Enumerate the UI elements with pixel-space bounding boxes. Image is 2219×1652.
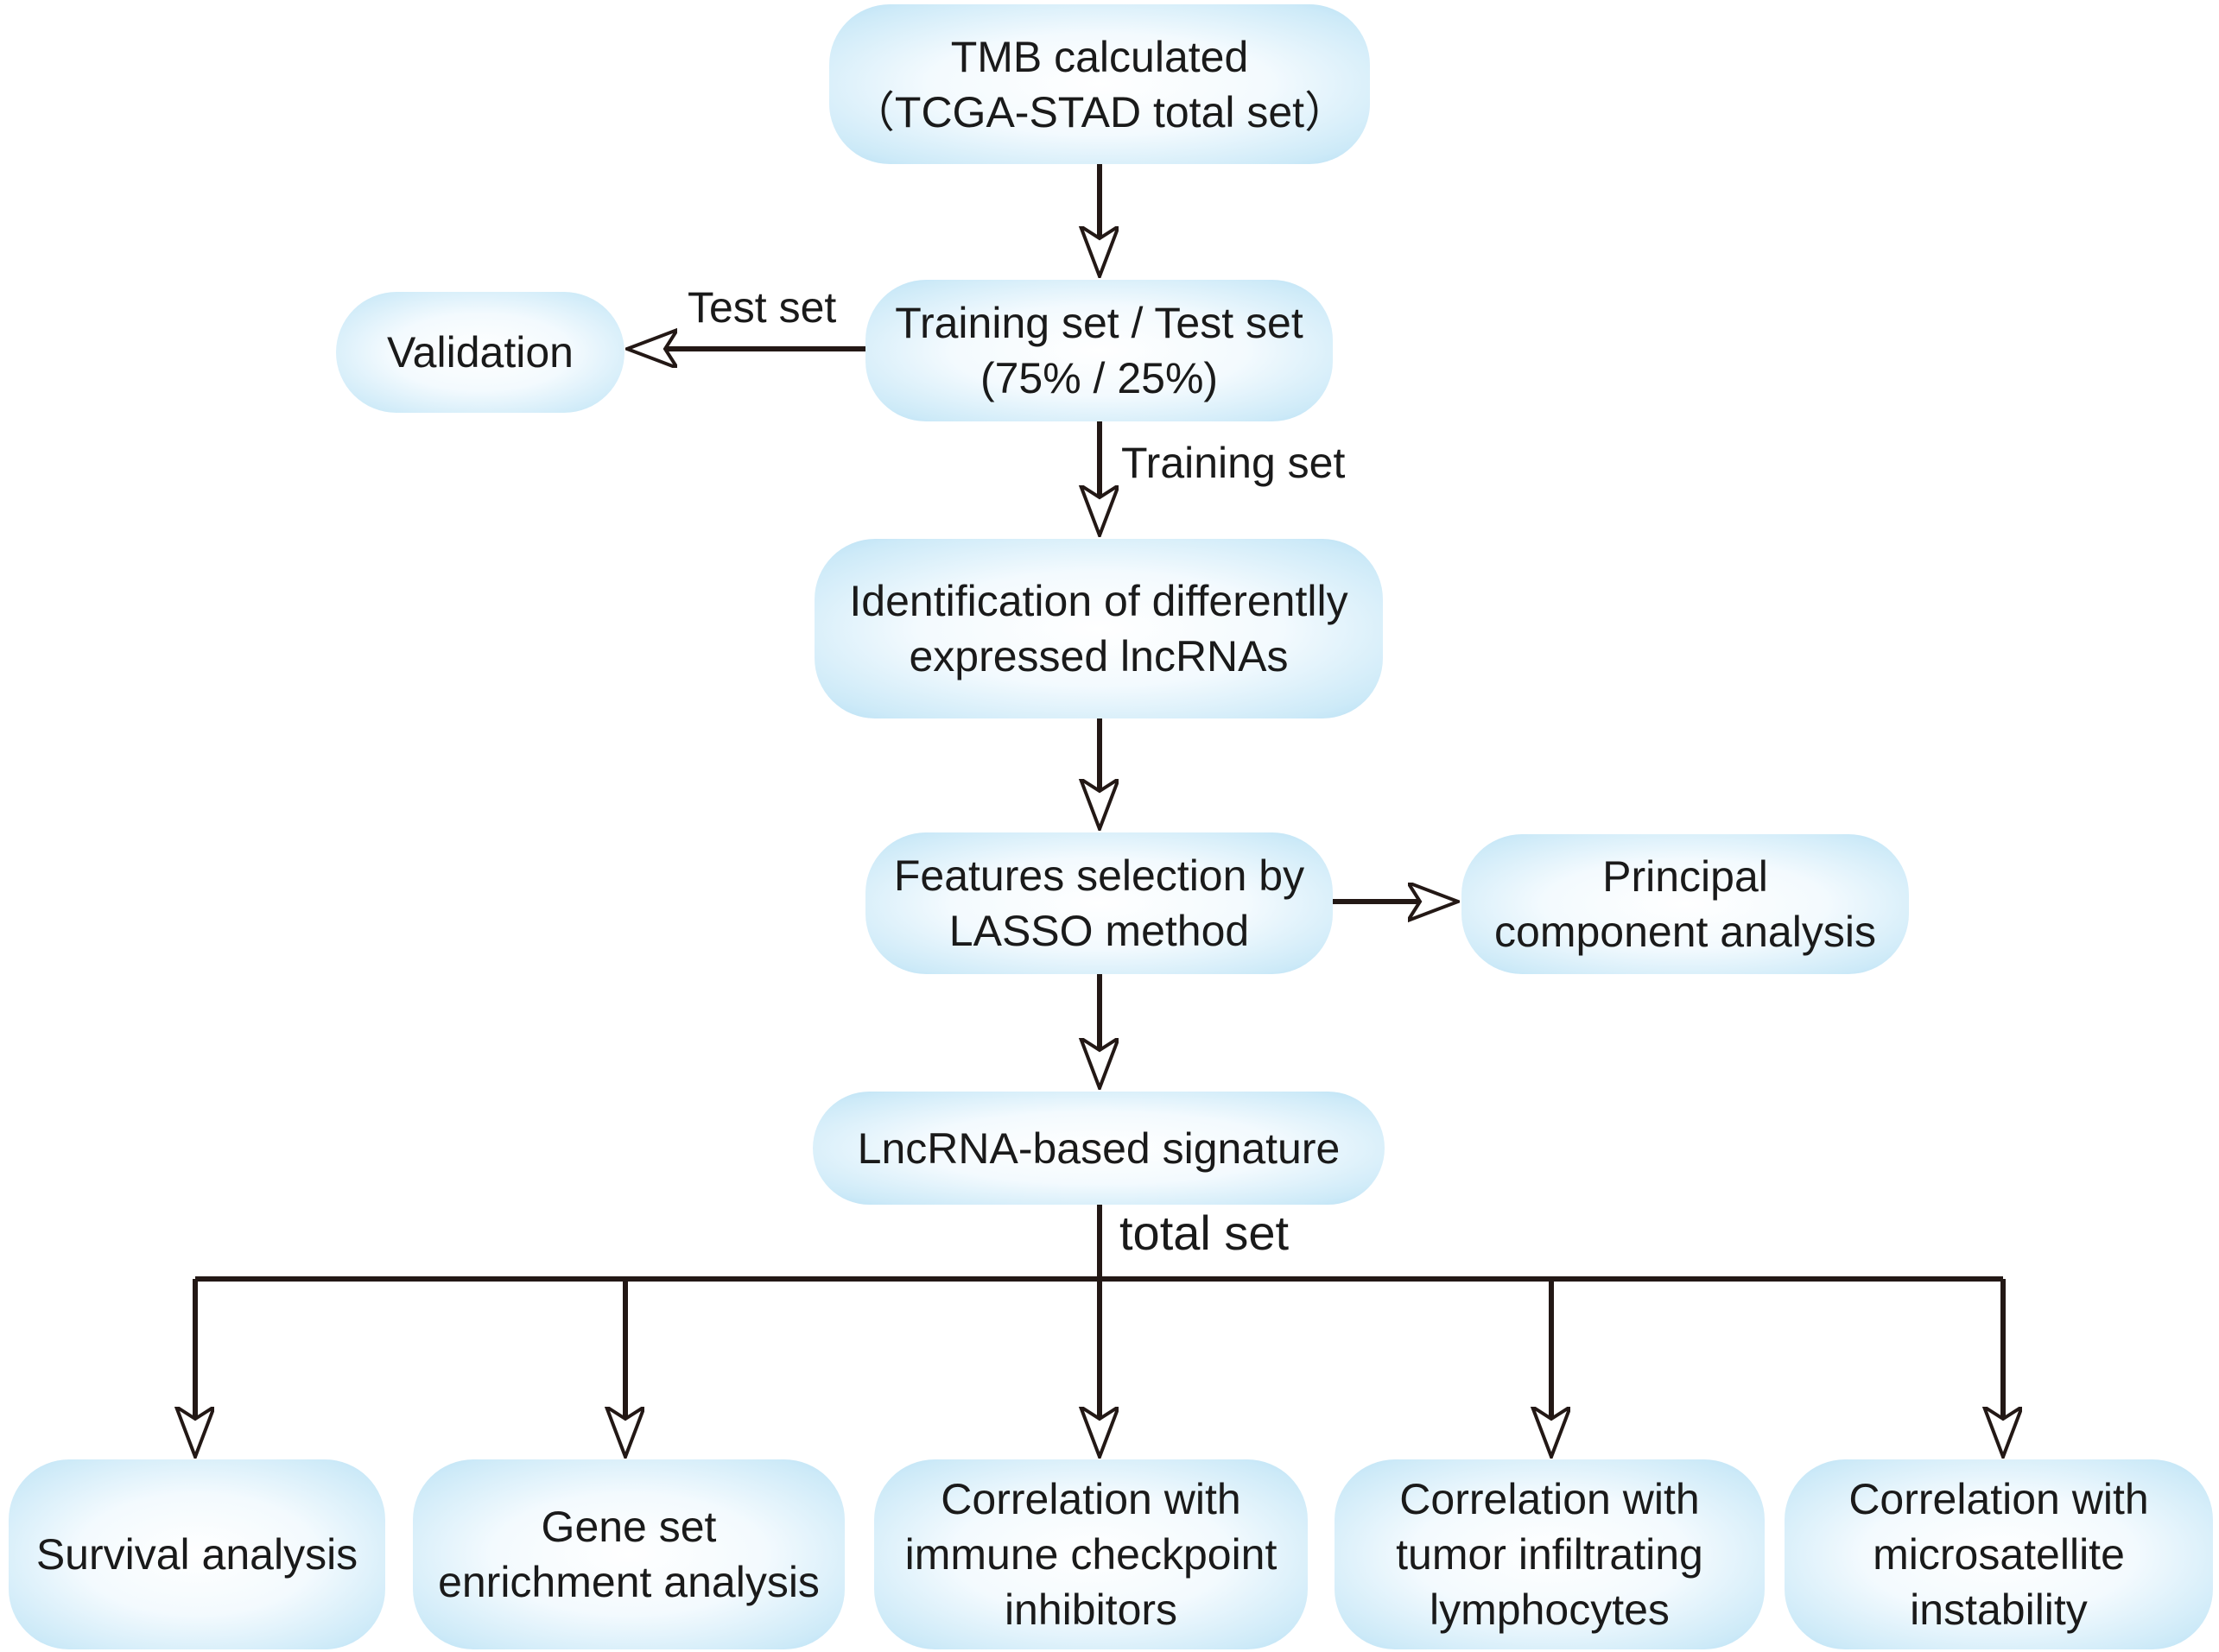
node-lasso-line1: Features selection by [893, 851, 1305, 900]
node-microsatellite-instability: Correlation with microsatellite instabilit… [1785, 1459, 2213, 1649]
node-deg-line2: expressed lncRNAs [909, 632, 1289, 680]
node-til-line2: tumor infiltrating [1396, 1530, 1703, 1579]
node-pca-line1: Principal [1602, 852, 1768, 901]
node-tmb-line2: （TCGA-STAD total set） [851, 87, 1348, 136]
edge-label-test-set: Test set [688, 283, 837, 332]
node-immune-checkpoint: Correlation with immune checkpoint inhibit… [874, 1459, 1308, 1649]
node-ici-line1: Correlation with [941, 1475, 1241, 1523]
node-til-line1: Correlation with [1399, 1475, 1700, 1523]
node-identification-degs: Identification of differentlly expressed … [815, 539, 1383, 718]
node-survival-analysis: Survival analysis [9, 1459, 385, 1649]
node-lasso-line2: LASSO method [948, 907, 1250, 955]
node-signature-line1: LncRNA-based signature [857, 1123, 1341, 1173]
node-training-test-split: Training set / Test set (75% / 25%) [865, 280, 1333, 421]
node-deg-line1: Identification of differentlly [849, 577, 1348, 625]
node-tmb-calculated: TMB calculated （TCGA-STAD total set） [829, 4, 1370, 164]
node-msi-line3: instability [1910, 1586, 2088, 1634]
node-split-line2: (75% / 25%) [980, 354, 1219, 402]
node-gsea-line1: Gene set [541, 1503, 717, 1551]
node-principal-component-analysis: Principal component analysis [1461, 834, 1909, 974]
node-validation: Validation [336, 292, 624, 413]
node-msi-line1: Correlation with [1848, 1475, 2149, 1523]
node-ici-line2: immune checkpoint [904, 1530, 1278, 1579]
node-validation-line1: Validation [387, 328, 574, 377]
node-gene-set-enrichment: Gene set enrichment analysis [413, 1459, 845, 1649]
edge-label-total-set: total set [1119, 1206, 1290, 1260]
node-tmb-line1: TMB calculated [950, 32, 1249, 81]
node-ici-line3: inhibitors [1004, 1586, 1178, 1634]
node-til-line3: lymphocytes [1430, 1586, 1670, 1634]
node-msi-line2: microsatellite [1873, 1530, 2125, 1579]
edge-label-training-set: Training set [1121, 439, 1346, 487]
node-lasso-selection: Features selection by LASSO method [865, 832, 1333, 974]
node-gsea-line2: enrichment analysis [438, 1558, 820, 1606]
node-survival-line1: Survival analysis [35, 1530, 358, 1579]
node-split-line1: Training set / Test set [895, 299, 1303, 347]
node-lncrna-signature: LncRNA-based signature [813, 1092, 1385, 1205]
node-tumor-infiltrating-lymphocytes: Correlation with tumor infiltrating lympho… [1335, 1459, 1765, 1649]
node-pca-line2: component analysis [1494, 908, 1876, 956]
